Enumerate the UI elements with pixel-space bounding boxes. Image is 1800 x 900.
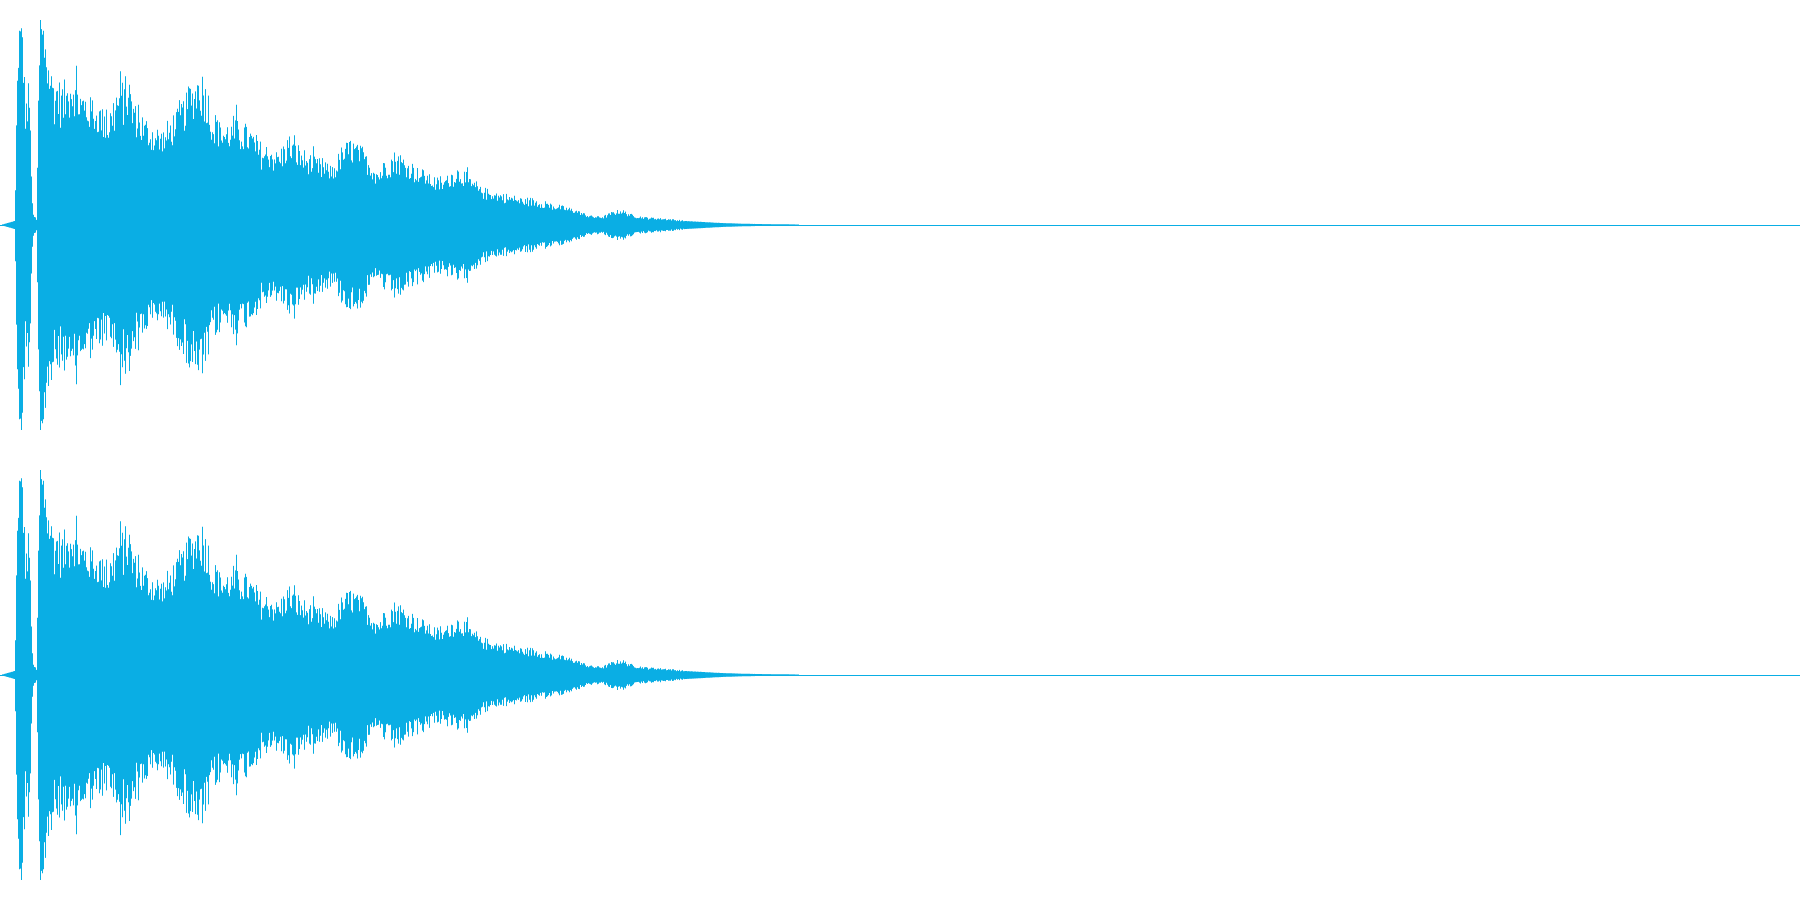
waveform-trace: [2, 470, 799, 880]
channel-1-waveform: [0, 20, 1800, 430]
waveform-trace: [2, 20, 799, 430]
channel-2-waveform: [0, 450, 1800, 900]
waveform-svg-1: [0, 20, 1800, 430]
waveform-svg-2: [0, 470, 1800, 880]
